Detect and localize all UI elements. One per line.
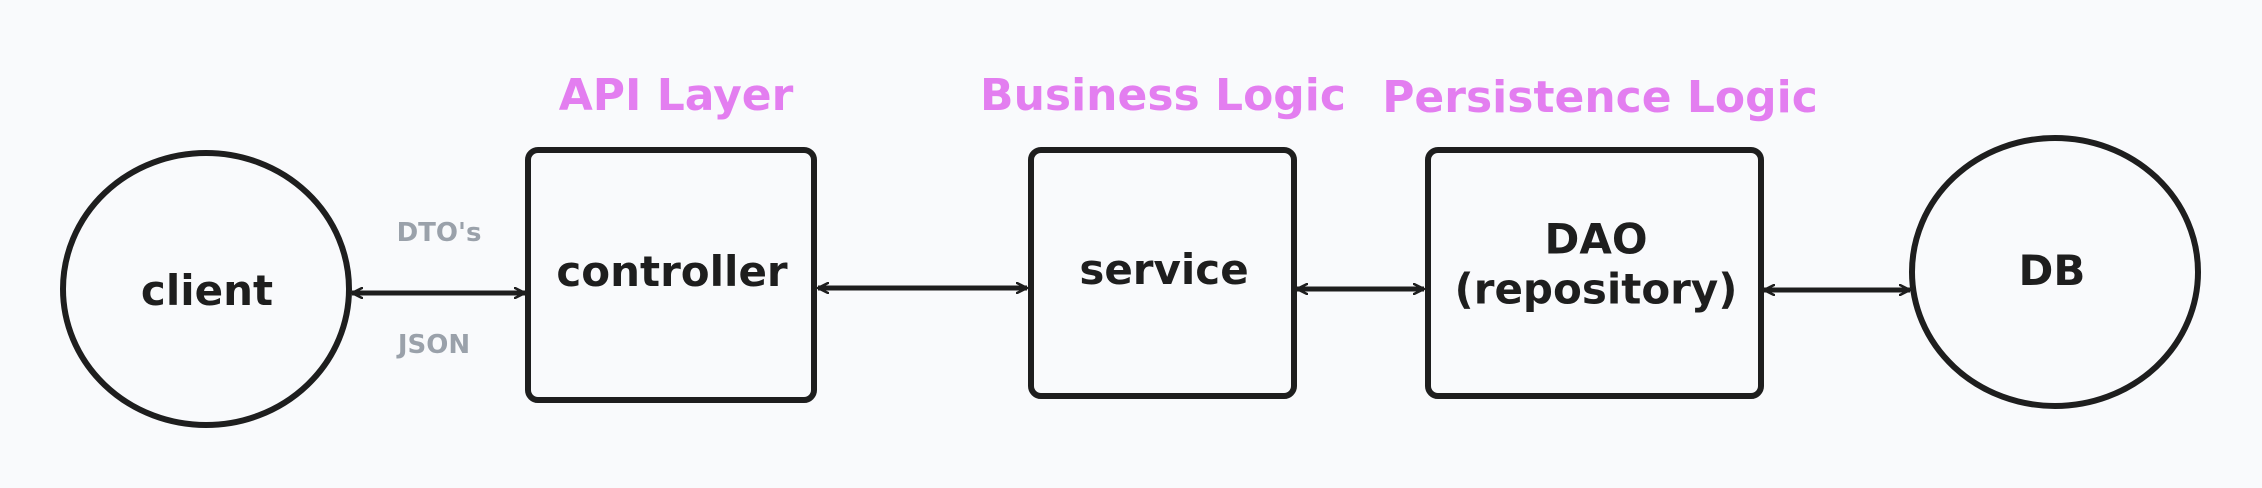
json-edge-label: JSON (397, 330, 471, 360)
business-logic-label: Business Logic (980, 70, 1346, 121)
service-node (1028, 147, 1297, 399)
service-label: service (1079, 244, 1249, 294)
controller-node (525, 147, 817, 403)
dao-label-line1: DAO (1544, 214, 1648, 264)
api-layer-label: API Layer (558, 70, 794, 121)
dao-node (1425, 147, 1764, 399)
client-node (60, 150, 352, 428)
client-label: client (140, 265, 274, 315)
dao-label: DAO (repository) (1455, 215, 1738, 316)
dao-label-line2: (repository) (1454, 265, 1738, 314)
dtos-edge-label: DTO's (396, 218, 482, 248)
db-node (1909, 135, 2201, 409)
controller-label: controller (556, 246, 788, 296)
persistence-logic-label: Persistence Logic (1382, 72, 1818, 123)
db-label: DB (2018, 245, 2086, 295)
